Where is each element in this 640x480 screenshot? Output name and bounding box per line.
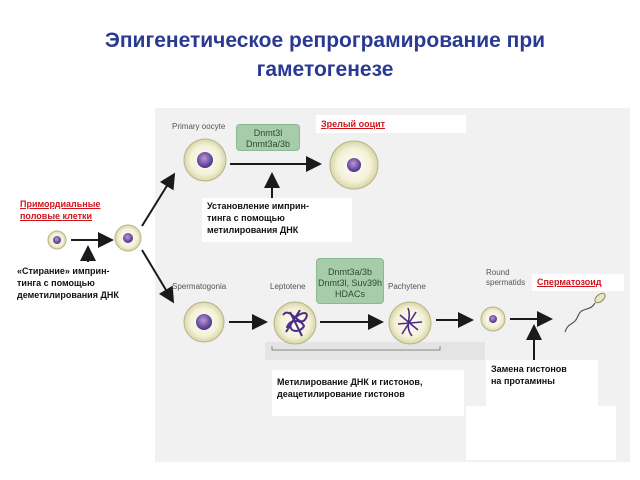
stage-round-spermatids: Round spermatids — [486, 268, 525, 288]
protamine-line1: Замена гистонов — [491, 364, 567, 374]
mature-oocyte-label-box: Зрелый ооцит — [316, 115, 466, 133]
establish-line1: Установление имприн- — [207, 201, 309, 211]
protamine-note-blank — [466, 406, 616, 460]
enzyme-dnmt3a3b: Dnmt3a/3b — [245, 139, 291, 149]
enzyme-sperm-dnmt3a3b: Dnmt3a/3b — [327, 267, 373, 277]
stage-pachytene: Pachytene — [388, 282, 426, 291]
protamine-note: Замена гистонов на протамины — [486, 360, 598, 406]
establish-note: Установление имприн- тинга с помощью мет… — [202, 198, 352, 242]
methylation-line1: Метилирование ДНК и гистонов, — [277, 377, 423, 387]
spermatogonium-cell — [183, 301, 225, 343]
enzyme-sperm-hdacs: HDACs — [334, 289, 365, 299]
primordial-label-line1: Примордиальные — [20, 199, 101, 209]
pachytene-cell — [388, 301, 432, 345]
arrow-to-spermatogonia — [141, 249, 175, 304]
enzyme-box-oocyte: Dnmt3l Dnmt3a/3b — [236, 124, 300, 151]
arrow-to-oocyte — [141, 172, 176, 227]
spermatozoon-label-box: Сперматозоид — [532, 274, 624, 291]
meiosis-band — [265, 342, 485, 360]
erasure-line3: деметилирования ДНК — [17, 290, 119, 300]
primordial-cell-small — [47, 230, 67, 250]
stage-round-spermatids-line2: spermatids — [486, 278, 526, 287]
methylation-line2: деацетилирование гистонов — [277, 389, 405, 399]
enzyme-sperm-dnmt3l-suv39h: Dnmt3l, Suv39h — [317, 278, 383, 288]
spermatozoon-shape — [564, 292, 606, 333]
spermatozoon-label: Сперматозоид — [537, 277, 602, 287]
stage-primary-oocyte: Primary oocyte — [172, 122, 226, 131]
primary-oocyte-cell — [183, 138, 227, 182]
primordial-label: Примордиальные половые клетки — [20, 198, 100, 222]
round-spermatid-cell — [480, 306, 506, 332]
primordial-label-line2: половые клетки — [20, 211, 93, 221]
page-title: Эпигенетическое репрограмирование при га… — [104, 29, 546, 81]
erasure-note: «Стирание» имприн- тинга с помощью демет… — [12, 262, 148, 312]
methylation-note: Метилирование ДНК и гистонов, деацетилир… — [272, 370, 464, 416]
meiosis-bracket — [271, 346, 441, 351]
leptotene-cell — [273, 301, 317, 345]
stage-leptotene: Leptotene — [270, 282, 306, 291]
protamine-line2: на протамины — [491, 376, 555, 386]
enzyme-dnmt3l: Dnmt3l — [253, 128, 283, 138]
stage-round-spermatids-line1: Round — [486, 268, 510, 277]
establish-line3: метилирования ДНК — [207, 225, 299, 235]
erasure-line2: тинга с помощью — [17, 278, 95, 288]
mature-oocyte-label: Зрелый ооцит — [321, 119, 386, 129]
erasure-line1: «Стирание» имприн- — [17, 266, 110, 276]
enzyme-box-sperm: Dnmt3a/3b Dnmt3l, Suv39h HDACs — [316, 258, 384, 304]
establish-line2: тинга с помощью — [207, 213, 285, 223]
mature-oocyte-cell — [329, 140, 379, 190]
stage-spermatogonia: Spermatogonia — [172, 282, 227, 291]
primordial-cell-large — [114, 224, 142, 252]
